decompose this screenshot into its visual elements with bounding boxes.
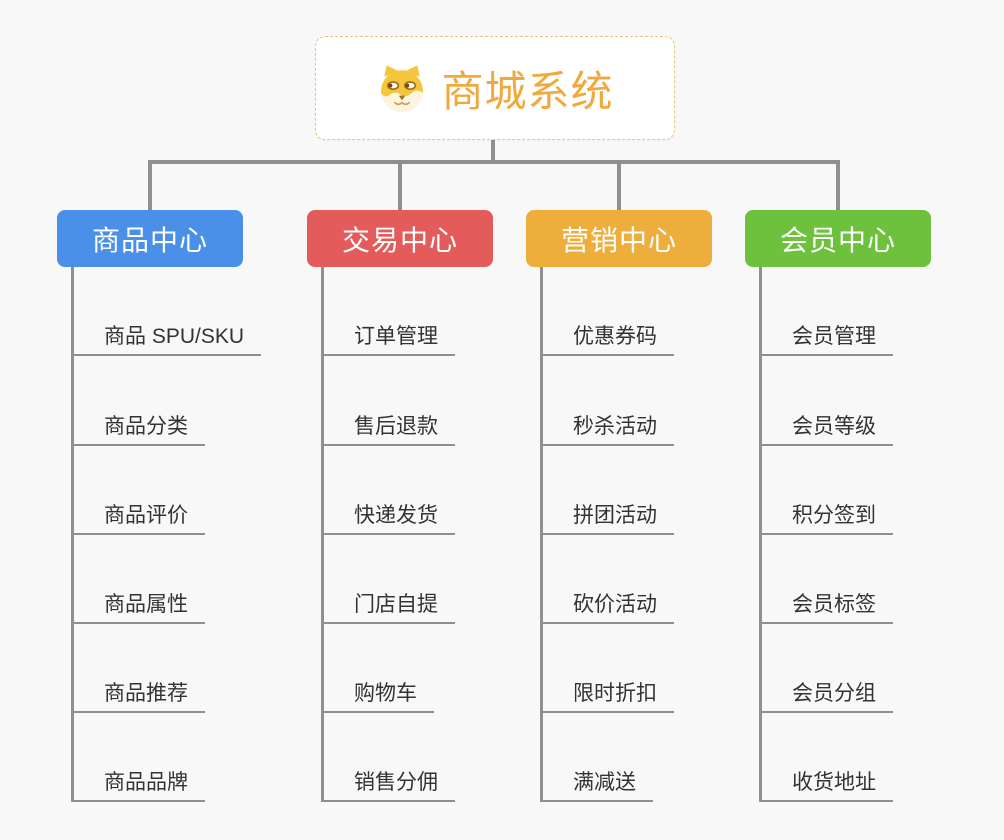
leaf-item[interactable]: 会员分组 <box>759 675 893 713</box>
leaf-item[interactable]: 优惠券码 <box>540 318 674 356</box>
leaf-item[interactable]: 商品属性 <box>71 586 205 624</box>
leaf-item[interactable]: 门店自提 <box>321 586 455 624</box>
connector-rail <box>148 160 840 164</box>
connector-drop <box>148 160 152 210</box>
connector-drop <box>398 160 402 210</box>
leaf-item[interactable]: 满减送 <box>540 764 653 802</box>
leaf-item[interactable]: 拼团活动 <box>540 497 674 535</box>
leaf-item[interactable]: 收货地址 <box>759 764 893 802</box>
branch-header-member-center[interactable]: 会员中心 <box>745 210 931 267</box>
leaf-item[interactable]: 会员等级 <box>759 408 893 446</box>
leaf-item[interactable]: 砍价活动 <box>540 586 674 624</box>
leaf-item[interactable]: 会员标签 <box>759 586 893 624</box>
leaf-item[interactable]: 会员管理 <box>759 318 893 356</box>
root-node[interactable]: 商城系统 <box>315 36 675 140</box>
connector-drop <box>617 160 621 210</box>
connector-drop <box>836 160 840 210</box>
leaf-item[interactable]: 限时折扣 <box>540 675 674 713</box>
branch-trade-center: 交易中心 订单管理 售后退款 快递发货 门店自提 购物车 销售分佣 <box>307 210 552 815</box>
leaf-item[interactable]: 购物车 <box>321 675 434 713</box>
branch-marketing-center: 营销中心 优惠券码 秒杀活动 拼团活动 砍价活动 限时折扣 满减送 <box>526 210 771 815</box>
leaf-item[interactable]: 商品推荐 <box>71 675 205 713</box>
branch-member-center: 会员中心 会员管理 会员等级 积分签到 会员标签 会员分组 收货地址 <box>745 210 990 815</box>
doge-face-icon <box>376 63 428 113</box>
leaf-item[interactable]: 订单管理 <box>321 318 455 356</box>
leaf-item[interactable]: 商品分类 <box>71 408 205 446</box>
branch-header-product-center[interactable]: 商品中心 <box>57 210 243 267</box>
leaf-item[interactable]: 商品 SPU/SKU <box>71 318 262 356</box>
branch-header-marketing-center[interactable]: 营销中心 <box>526 210 712 267</box>
leaf-item[interactable]: 商品品牌 <box>71 764 205 802</box>
root-title: 商城系统 <box>441 67 614 115</box>
leaf-item[interactable]: 售后退款 <box>321 408 455 446</box>
branch-product-center: 商品中心 商品 SPU/SKU 商品分类 商品评价 商品属性 商品推荐 商品品牌 <box>57 210 302 815</box>
branch-header-trade-center[interactable]: 交易中心 <box>307 210 493 267</box>
leaf-item[interactable]: 积分签到 <box>759 497 893 535</box>
connector-stem <box>491 140 495 164</box>
leaf-item[interactable]: 秒杀活动 <box>540 408 674 446</box>
leaf-item[interactable]: 快递发货 <box>321 497 455 535</box>
leaf-item[interactable]: 商品评价 <box>71 497 205 535</box>
leaf-item[interactable]: 销售分佣 <box>321 764 455 802</box>
